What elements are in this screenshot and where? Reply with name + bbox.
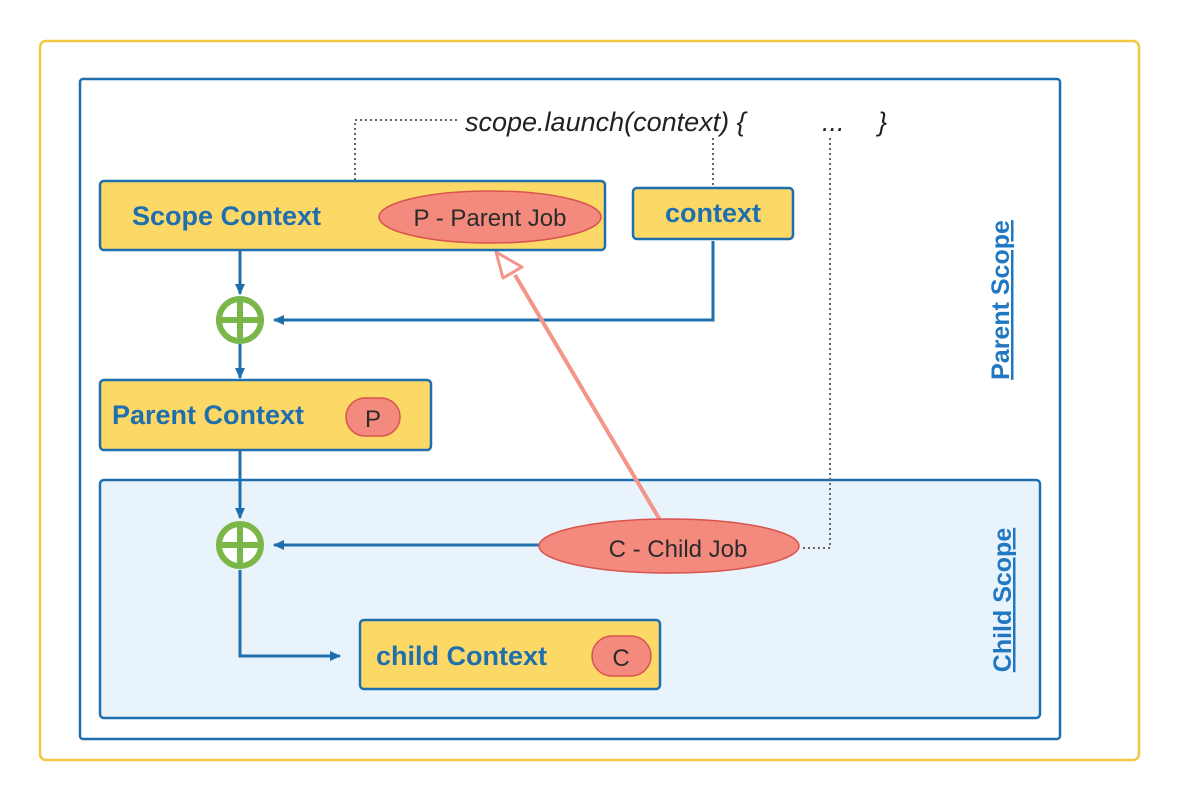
inherit-arrow-head [494, 250, 524, 280]
arrow-plus-to-child-context [238, 570, 341, 661]
parent-scope-label: Parent Scope [987, 220, 1015, 380]
child-context-badge-label: C [612, 645, 629, 672]
parent-context-label: Parent Context [112, 400, 304, 430]
parent-context-box [98, 378, 433, 452]
arrow-context-to-plus [273, 241, 715, 325]
child-context-badge [591, 635, 652, 677]
child-job-node [538, 518, 800, 574]
parent-job-badge [378, 190, 602, 244]
child-context-box [358, 618, 662, 691]
combine-plus-icon [216, 296, 264, 344]
child-context-label: child Context [376, 641, 547, 671]
code-line-prefix: scope.launch(context) { [465, 107, 748, 137]
combine-plus-icon [216, 521, 264, 569]
code-line-ellipsis: ... [822, 107, 845, 137]
dotted-link-scope [354, 119, 458, 180]
inherit-arrow-line [513, 273, 662, 522]
scope-context-label: Scope Context [132, 201, 321, 231]
context-box [631, 186, 795, 241]
child-scope-label: Child Scope [989, 528, 1017, 673]
context-label: context [665, 198, 761, 228]
code-line-closing: } [875, 107, 887, 137]
child-job-label: C - Child Job [609, 536, 748, 563]
parent-context-badge [345, 397, 401, 437]
parent-job-badge-label: P - Parent Job [414, 205, 567, 232]
dotted-link-body [800, 138, 831, 549]
parent-context-badge-label: P [365, 406, 381, 433]
